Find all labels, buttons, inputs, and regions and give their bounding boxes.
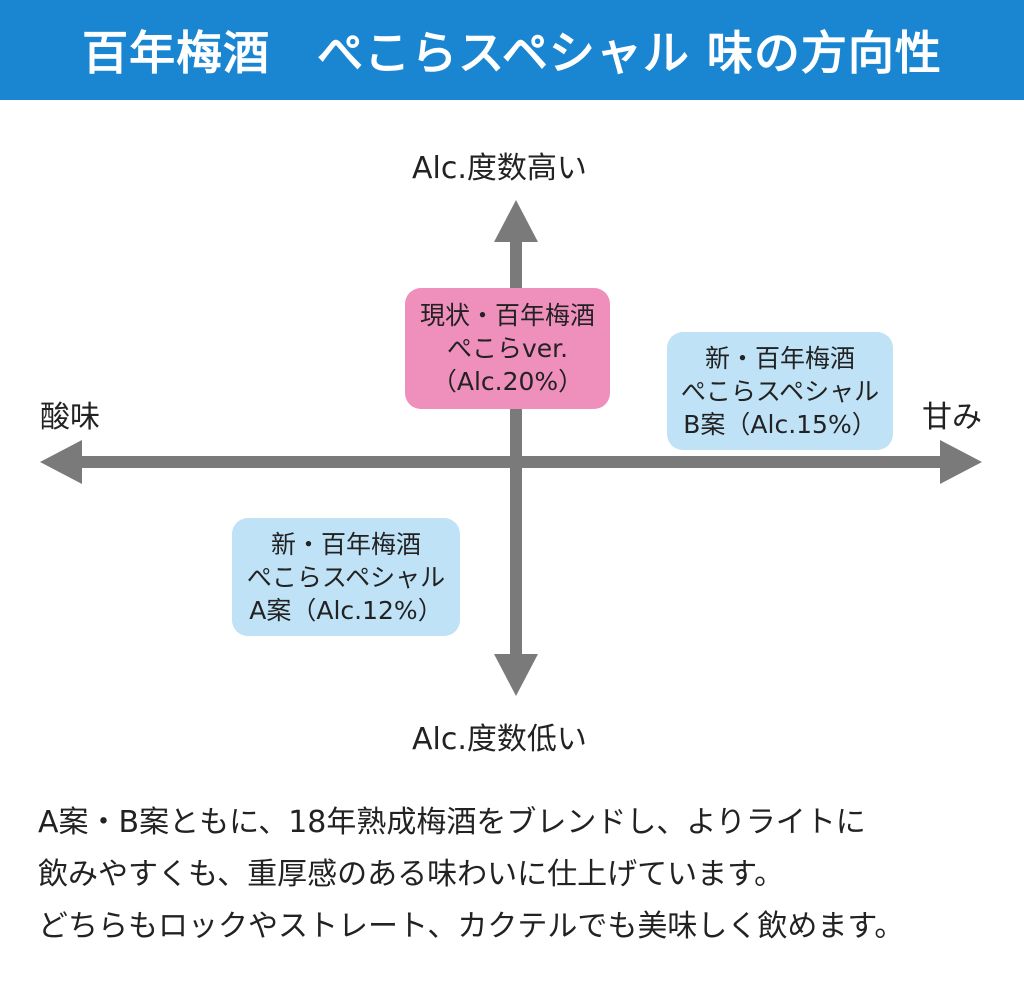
box-line: ぺこらスペシャル [680,376,880,406]
axis-label-bottom: Alc.度数低い [412,722,587,757]
plan-b-box: 新・百年梅酒 ぺこらスペシャル B案（Alc.15%） [667,332,893,450]
current-product-box: 現状・百年梅酒 ぺこらver. （Alc.20%） [405,288,610,409]
description-line: どちらもロックやストレート、カクテルでも美味しく飲めます。 [38,909,905,944]
description-line: 飲みやすくも、重厚感のある味わいに仕上げています。 [38,857,785,892]
right-arrowhead [940,440,982,484]
plan-a-box: 新・百年梅酒 ぺこらスペシャル A案（Alc.12%） [232,518,460,636]
description-line: A案・B案ともに、18年熟成梅酒をブレンドし、よりライトに [38,805,866,840]
box-line: 現状・百年梅酒 [419,301,595,330]
box-line: 新・百年梅酒 [704,343,855,373]
axis-label-top: Alc.度数高い [412,151,587,186]
box-line: ぺこらver. [446,334,569,363]
top-arrowhead [494,200,538,242]
box-line: （Alc.20%） [431,367,584,396]
bottom-arrowhead [494,654,538,696]
page-title: 百年梅酒 ぺこらスペシャル 味の方向性 [82,26,942,80]
left-arrowhead [40,440,82,484]
box-line: 新・百年梅酒 [270,529,421,559]
box-line: ぺこらスペシャル [246,562,446,592]
box-line: A案（Alc.12%） [249,595,443,625]
box-line: B案（Alc.15%） [683,409,877,439]
description-text: A案・B案ともに、18年熟成梅酒をブレンドし、よりライトに 飲みやすくも、重厚感… [38,797,998,953]
title-banner: 百年梅酒 ぺこらスペシャル 味の方向性 [0,0,1024,100]
axis-label-right: 甘み [922,400,982,435]
axis-label-left: 酸味 [40,400,100,435]
